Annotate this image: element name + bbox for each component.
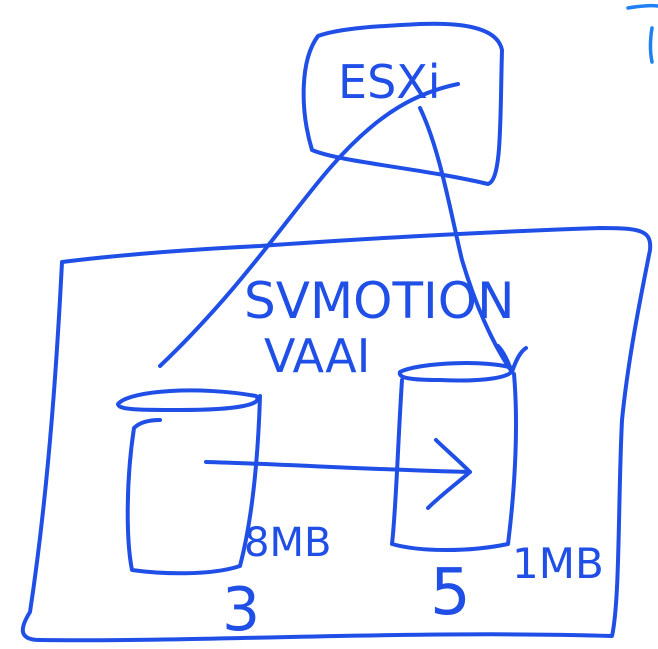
dest-datastore-top [397,361,515,383]
source-datastore-body [125,394,262,576]
source-datastore-top [116,388,260,412]
cutoff-mark [626,3,658,64]
esxi-host-box [301,21,504,186]
storage-array-box [20,226,653,643]
esxi-host-label: ESXi [338,55,441,109]
feature-label-svmotion: SVMOTION [244,272,514,330]
transfer-size-right: 1MB [512,539,604,588]
transfer-size-left: 8MB [244,520,331,566]
feature-label-vaai: VAAI [264,329,370,383]
source-datastore-number: 3 [222,575,260,645]
dest-datastore-number: 5 [430,556,471,630]
host-to-source-path [158,82,460,368]
copy-arrow [204,438,472,510]
dest-datastore-body [390,372,518,552]
host-to-dest-path [418,106,528,374]
